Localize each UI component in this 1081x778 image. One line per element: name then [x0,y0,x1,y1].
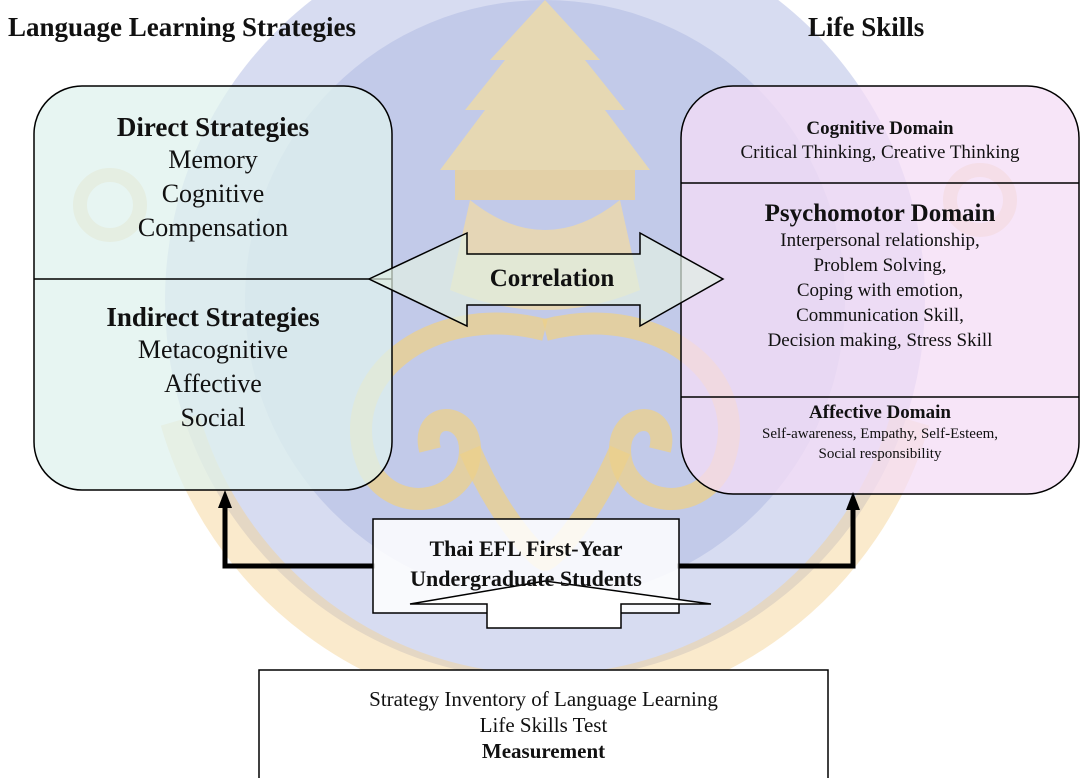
measurement-instrument: Strategy Inventory of Language Learning [369,687,718,711]
strategies-heading: Language Learning Strategies [8,12,356,42]
affective-domain-title: Affective Domain [809,402,951,423]
cognitive-domain-title: Cognitive Domain [806,118,954,139]
students-line: Undergraduate Students [410,566,642,591]
affective-item: Social responsibility [818,446,942,462]
psychomotor-domain-group: Psychomotor Domain Interpersonal relatio… [681,200,1079,353]
measurement-instrument: Life Skills Test [479,713,608,737]
indirect-item: Metacognitive [137,335,289,364]
correlation-label: Correlation [489,265,615,292]
psychomotor-domain-title: Psychomotor Domain [764,200,996,227]
direct-item: Compensation [137,213,289,242]
measurement-text-group: Strategy Inventory of Language Learning … [259,686,828,764]
arrowhead-strategies [218,490,232,508]
psychomotor-item: Interpersonal relationship, [780,230,980,251]
indirect-strategies-title: Indirect Strategies [106,302,320,332]
direct-strategies-title: Direct Strategies [116,112,310,142]
psychomotor-item: Communication Skill, [796,305,964,326]
cognitive-domain-group: Cognitive Domain Critical Thinking, Crea… [681,118,1079,165]
arrowhead-life-skills [846,492,860,510]
students-text-group: Thai EFL First-Year Undergraduate Studen… [373,534,679,594]
indirect-item: Affective [164,369,262,398]
direct-item: Cognitive [161,179,265,208]
life-skills-heading: Life Skills [808,12,925,42]
indirect-item: Social [180,403,246,432]
measurement-title: Measurement [481,739,606,763]
direct-item: Memory [168,145,258,174]
students-line: Thai EFL First-Year [429,536,623,561]
affective-domain-group: Affective Domain Self-awareness, Empathy… [681,402,1079,464]
psychomotor-item: Coping with emotion, [796,280,964,301]
arrow-to-strategies [222,506,375,569]
psychomotor-item: Decision making, Stress Skill [767,330,993,351]
cognitive-item: Critical Thinking, Creative Thinking [740,142,1020,163]
affective-item: Self-awareness, Empathy, Self-Esteem, [761,426,999,442]
indirect-strategies-group: Indirect Strategies Metacognitive Affect… [34,302,392,435]
arrow-to-life-skills [677,508,856,569]
psychomotor-item: Problem Solving, [813,255,947,276]
direct-strategies-group: Direct Strategies Memory Cognitive Compe… [34,112,392,245]
